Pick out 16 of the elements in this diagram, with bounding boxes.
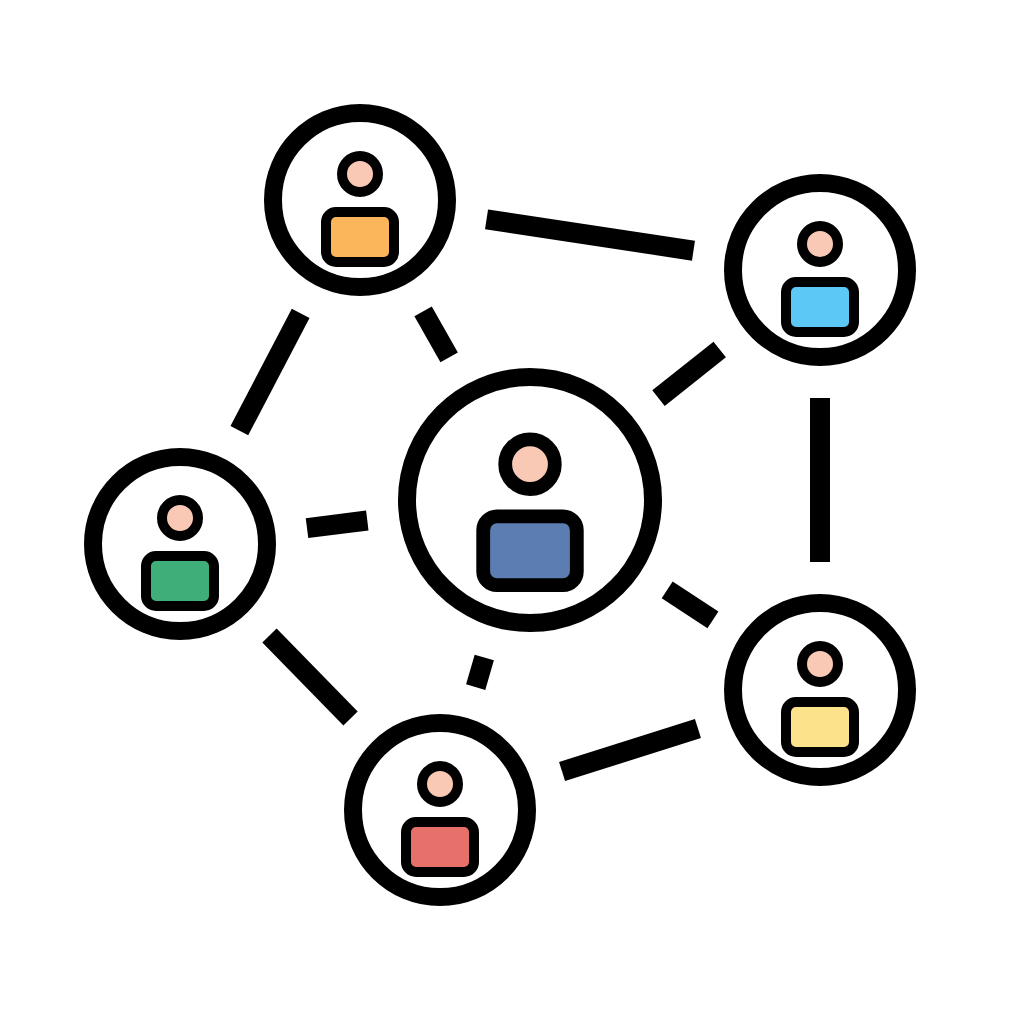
connector-line: [559, 719, 701, 781]
connector-line: [810, 398, 830, 562]
connector-line: [230, 308, 310, 436]
person-icon: [724, 174, 916, 366]
person-icon: [724, 594, 916, 786]
person-icon: [398, 368, 662, 632]
person-icon: [264, 104, 456, 296]
connector-line: [652, 341, 726, 406]
connector-line: [466, 654, 494, 690]
connector-line: [262, 628, 358, 726]
connector-line: [414, 306, 458, 363]
person-icon: [84, 448, 276, 640]
connector-line: [485, 209, 695, 261]
person-icon: [344, 714, 536, 906]
connector-line: [305, 510, 369, 538]
connector-line: [661, 581, 719, 629]
